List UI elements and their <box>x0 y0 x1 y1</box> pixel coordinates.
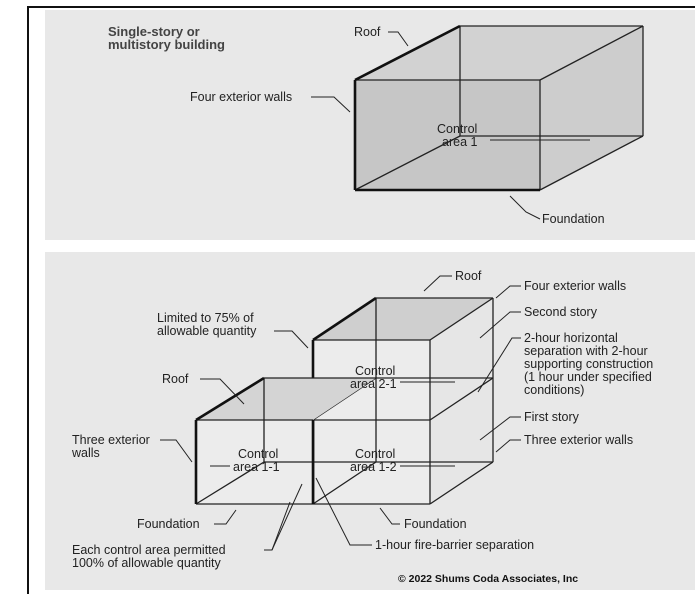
second-story-label: Second story <box>524 305 598 319</box>
diagram-frame <box>27 6 695 594</box>
permitted-leader-a <box>264 501 291 551</box>
three-exterior-walls-left-line2: walls <box>71 446 100 460</box>
control-area-1-line1: Control <box>437 122 477 136</box>
foundation-right-leader <box>379 507 400 525</box>
roof-left-label: Roof <box>162 372 189 386</box>
separation-leader <box>477 337 521 393</box>
roof-leader <box>388 31 409 47</box>
control-area-2-1-line1: Control <box>355 364 395 378</box>
control-area-1-line2: area 1 <box>442 135 477 149</box>
four-exterior-walls-bottom-label: Four exterior walls <box>524 279 626 293</box>
limited-75-line1: Limited to 75% of <box>157 311 254 325</box>
single-building-box <box>353 24 644 192</box>
three-exterior-walls-left-line1: Three exterior <box>72 433 150 447</box>
building-type-label-1: Single-story or <box>108 24 200 39</box>
four-exterior-walls-label: Four exterior walls <box>190 90 292 104</box>
walls-leader <box>311 96 351 113</box>
separation-line5: conditions) <box>524 383 584 397</box>
limited-leader <box>274 330 309 349</box>
first-story-label: First story <box>524 410 580 424</box>
four-walls-bottom-leader <box>495 285 521 299</box>
building-type-label-2: multistory building <box>108 37 225 52</box>
foundation-left-label: Foundation <box>137 517 200 531</box>
control-area-1-2-line2: area 1-2 <box>350 460 397 474</box>
control-area-1-1-line2: area 1-1 <box>233 460 280 474</box>
separation-line4: (1 hour under specified <box>524 370 652 384</box>
control-area-1-2-line1: Control <box>355 447 395 461</box>
permitted-line1: Each control area permitted <box>72 543 226 557</box>
separation-line3: supporting construction <box>524 357 653 371</box>
three-exterior-walls-right-label: Three exterior walls <box>524 433 633 447</box>
first-story-leader <box>479 416 521 441</box>
roof-left-leader <box>200 378 245 405</box>
foundation-label: Foundation <box>542 212 605 226</box>
second-story-leader <box>479 311 521 339</box>
permitted-leader-b <box>271 483 303 551</box>
roof-right-leader <box>423 275 452 292</box>
fire-barrier-leader <box>315 477 372 546</box>
control-area-1-1-line1: Control <box>238 447 278 461</box>
foundation-left-leader <box>214 509 237 525</box>
tall-building-box <box>311 296 494 505</box>
permitted-line2: 100% of allowable quantity <box>72 556 221 570</box>
fire-barrier-label: 1-hour fire-barrier separation <box>375 538 534 552</box>
roof-right-label: Roof <box>455 269 482 283</box>
copyright-notice: © 2022 Shums Coda Associates, Inc <box>398 573 578 585</box>
foundation-right-label: Foundation <box>404 517 467 531</box>
roof-label: Roof <box>354 25 381 39</box>
short-building-box <box>194 376 376 505</box>
separation-line2: separation with 2-hour <box>524 344 648 358</box>
three-walls-left-leader <box>160 439 193 463</box>
foundation-leader <box>509 195 541 220</box>
limited-75-line2: allowable quantity <box>157 324 257 338</box>
three-walls-right-leader <box>495 439 521 453</box>
separation-line1: 2-hour horizontal <box>524 331 618 345</box>
control-area-2-1-line2: area 2-1 <box>350 377 397 391</box>
